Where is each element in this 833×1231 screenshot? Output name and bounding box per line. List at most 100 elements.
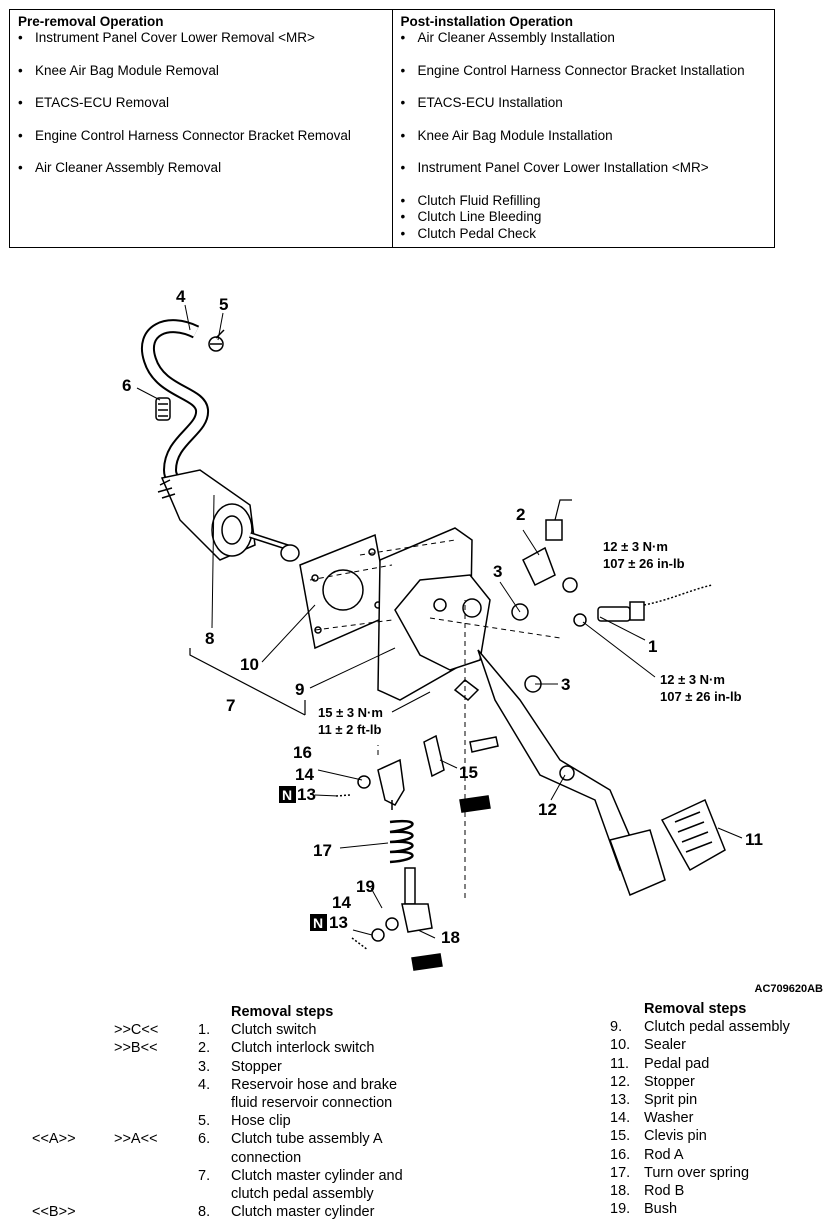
step-text: clutch pedal assembly: [231, 1185, 374, 1202]
step-row: 7. Clutch master cylinder and: [32, 1167, 452, 1185]
install-ref: >>C<<: [114, 1022, 159, 1039]
callout-2: 2: [516, 505, 525, 524]
callout-11: 11: [745, 830, 763, 849]
callout-12: 12: [538, 800, 557, 819]
removal-ref: <<A>>: [32, 1131, 76, 1148]
turn-over-spring: [389, 819, 414, 864]
step-text: Bush: [644, 1201, 678, 1218]
step-text: Clutch master cylinder: [231, 1204, 375, 1221]
n-mark: N: [282, 787, 292, 803]
step-number: 19.: [610, 1201, 631, 1218]
step-row: >>B<< 2. Clutch interlock switch: [32, 1039, 452, 1057]
rod-b: [401, 867, 433, 933]
step-row: 12. Stopper: [610, 1073, 825, 1091]
step-text: Clutch pedal assembly: [644, 1019, 790, 1036]
step-number: 14.: [610, 1110, 631, 1127]
torque-label: 15 ± 3 N·m: [318, 705, 383, 720]
step-row-cont: fluid reservoir connection: [32, 1094, 452, 1112]
step-text: Clutch interlock switch: [231, 1040, 375, 1057]
pre-removal-list: Instrument Panel Cover Lower Removal <MR…: [18, 30, 384, 177]
leader-lines: [136, 304, 743, 939]
step-text: Rod A: [644, 1146, 684, 1163]
figure-caption: AC709620AB: [754, 983, 823, 995]
operations-table: Pre-removal Operation Instrument Panel C…: [9, 9, 775, 248]
n-mark: N: [313, 915, 323, 931]
post-installation-item: Knee Air Bag Module Installation: [401, 128, 767, 145]
callout-14: 14: [295, 765, 314, 784]
clutch-tube-fitting: [155, 397, 171, 421]
callout-1: 1: [648, 637, 657, 656]
step-number: 10.: [610, 1037, 631, 1054]
removal-steps-title: Removal steps: [644, 1001, 747, 1017]
post-installation-item: Clutch Fluid Refilling: [401, 193, 767, 210]
step-row: <<A>> >>A<< 6. Clutch tube assembly A: [32, 1130, 452, 1148]
callout-18: 18: [441, 928, 460, 947]
callout-10: 10: [240, 655, 259, 674]
post-installation-item: Clutch Line Bleeding: [401, 209, 767, 226]
step-text: Sprit pin: [644, 1091, 698, 1108]
torque-label: 11 ± 2 ft-lb: [318, 722, 382, 737]
callout-5: 5: [219, 295, 228, 314]
callout-3: 3: [493, 562, 502, 581]
step-row: <<B>> 8. Clutch master cylinder: [32, 1203, 452, 1221]
step-number: 7.: [198, 1167, 211, 1184]
step-text: Pedal pad: [644, 1055, 710, 1072]
step-text: Stopper: [231, 1058, 282, 1075]
callout-13: 13: [297, 785, 316, 804]
step-row: >>C<< 1. Clutch switch: [32, 1021, 452, 1039]
post-installation-item: ETACS-ECU Installation: [401, 95, 767, 112]
grease-markers: [411, 795, 491, 971]
step-row: 16. Rod A: [610, 1146, 825, 1164]
step-text: Stopper: [644, 1073, 695, 1090]
new-part-marks: N N: [279, 786, 327, 931]
callout-13: 13: [329, 913, 348, 932]
step-row: 19. Bush: [610, 1200, 825, 1218]
step-row: 10.Sealer: [610, 1036, 825, 1054]
pre-removal-item: Knee Air Bag Module Removal: [18, 63, 384, 80]
torque-label: 12 ± 3 N·m: [603, 539, 668, 554]
torque-label: 107 ± 26 in-lb: [603, 556, 685, 571]
step-number: 3.: [198, 1058, 211, 1075]
step-number: 12.: [610, 1073, 631, 1090]
callout-7: 7: [226, 696, 235, 715]
pre-removal-item: Air Cleaner Assembly Removal: [18, 160, 384, 177]
washers-and-pins: [335, 775, 399, 951]
step-number: 5.: [198, 1113, 211, 1130]
step-row: 15.Clevis pin: [610, 1127, 825, 1145]
step-text: Clutch switch: [231, 1022, 317, 1039]
step-number: 18.: [610, 1182, 631, 1199]
step-text: Reservoir hose and brake: [231, 1076, 398, 1093]
torque-label: 107 ± 26 in-lb: [660, 689, 742, 704]
step-number: 11.: [610, 1055, 630, 1072]
callout-9: 9: [295, 680, 304, 699]
clutch-master-cylinder: [157, 469, 300, 562]
callout-19: 19: [356, 877, 375, 896]
callout-6: 6: [122, 376, 131, 395]
step-text: Clutch tube assembly A: [231, 1131, 383, 1148]
step-number: 16.: [610, 1146, 631, 1163]
step-number: 8.: [198, 1204, 211, 1221]
post-installation-item: Engine Control Harness Connector Bracket…: [401, 63, 767, 80]
hose-clip: [208, 329, 225, 352]
step-row: 9.Clutch pedal assembly: [610, 1018, 825, 1036]
post-installation-item: Air Cleaner Assembly Installation: [401, 30, 767, 47]
callout-16: 16: [293, 743, 312, 762]
step-row: 14.Washer: [610, 1109, 825, 1127]
step-number: 6.: [198, 1131, 211, 1148]
clutch-interlock-switch: [522, 499, 572, 587]
step-text: Clevis pin: [644, 1128, 707, 1145]
step-number: 17.: [610, 1164, 631, 1181]
pedal-pad: [660, 798, 726, 872]
step-text: Rod B: [644, 1182, 685, 1199]
step-number: 4.: [198, 1076, 211, 1093]
step-row: 18. Rod B: [610, 1182, 825, 1200]
install-ref: >>B<<: [114, 1040, 158, 1057]
step-row: 4. Reservoir hose and brake: [32, 1076, 452, 1094]
callout-3: 3: [561, 675, 570, 694]
step-row: 11. Pedal pad: [610, 1055, 825, 1073]
clutch-switch: [597, 584, 713, 622]
step-text: fluid reservoir connection: [231, 1094, 393, 1111]
step-row: 5. Hose clip: [32, 1112, 452, 1130]
clevis-pins: [423, 734, 499, 778]
